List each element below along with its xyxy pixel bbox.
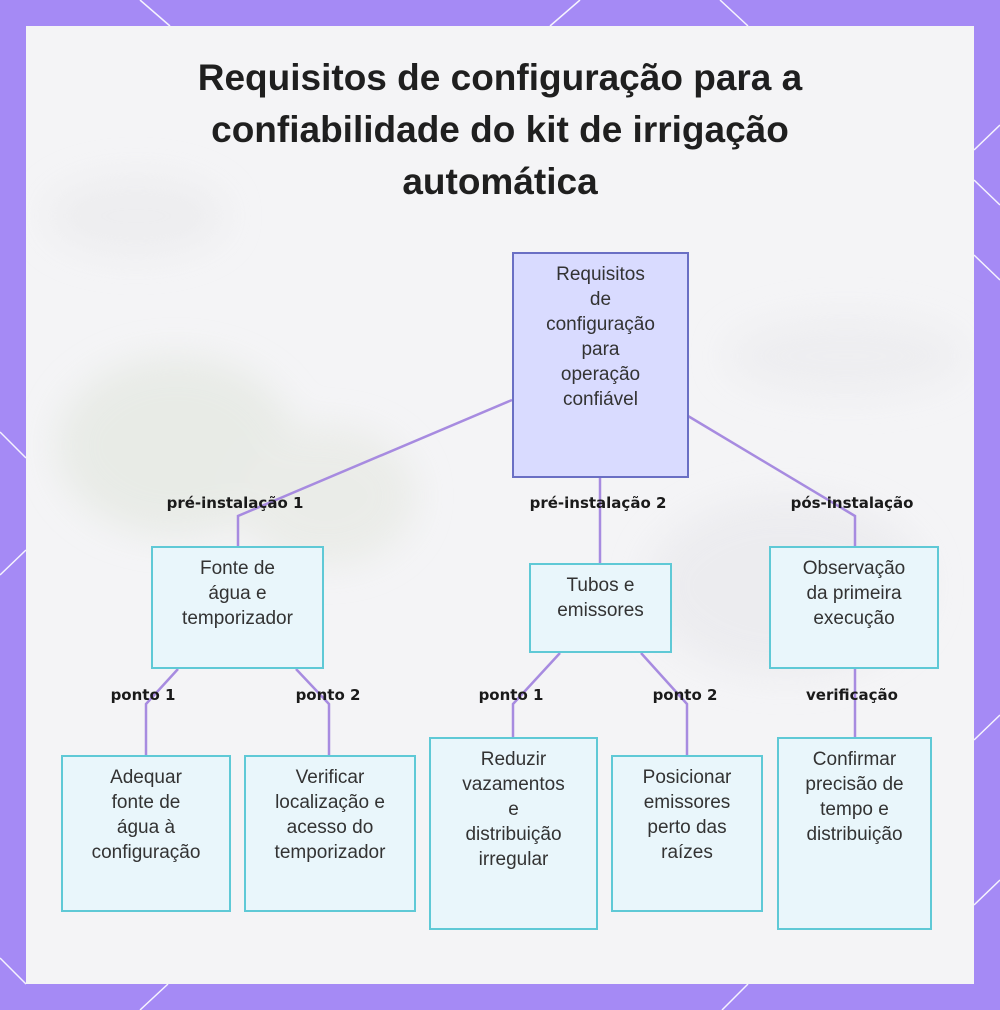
node-posicionar-text: Posicionar emissores perto das raízes [642,767,732,863]
edge-label-pre-installation-1: pré-instalação 1 [166,494,304,512]
edge-water-adequar [144,668,179,757]
node-adequar: Adequar fonte de água à configuração [61,755,231,912]
node-root: Requisitos de configuração para operação… [512,252,689,478]
node-verificar-text: Verificar localização e acesso do tempor… [274,767,386,863]
diagram-title: Requisitos de configuração para a confia… [0,52,1000,208]
node-posicionar: Posicionar emissores perto das raízes [611,755,763,912]
node-confirmar: Confirmar precisão de tempo e distribuiç… [777,737,932,930]
edge-label-tubes-point-1: ponto 1 [478,686,544,704]
node-reduzir-text: Reduzir vazamentos e distribuição irregu… [462,749,565,870]
node-verificar: Verificar localização e acesso do tempor… [244,755,416,912]
edge-label-water-point-2: ponto 2 [295,686,361,704]
title-line-1: Requisitos de configuração para a [197,57,803,98]
title-line-3: automática [402,161,598,202]
node-first-run-text: Observação da primeira execução [802,558,906,629]
node-adequar-text: Adequar fonte de água à configuração [91,767,201,863]
edge-label-water-point-1: ponto 1 [110,686,176,704]
title-line-2: confiabilidade do kit de irrigação [211,109,789,150]
edge-root-observe [687,414,857,548]
edge-root-water [236,398,513,548]
node-tubes-emitters-text: Tubos e emissores [557,575,644,621]
edge-tubes-reduzir [511,652,561,739]
edge-label-verification: verificação [806,686,898,704]
node-water-timer: Fonte de água e temporizador [151,546,324,669]
edge-tubes-posicionar [640,652,689,757]
edge-label-tubes-point-2: ponto 2 [652,686,718,704]
node-first-run: Observação da primeira execução [769,546,939,669]
edge-label-pre-installation-2: pré-instalação 2 [529,494,667,512]
node-root-text: Requisitos de configuração para operação… [546,264,655,410]
node-confirmar-text: Confirmar precisão de tempo e distribuiç… [805,749,904,845]
node-tubes-emitters: Tubos e emissores [529,563,672,653]
edge-water-verificar [295,668,331,757]
node-reduzir: Reduzir vazamentos e distribuição irregu… [429,737,598,930]
edge-label-post-installation: pós-instalação [790,494,914,512]
node-water-timer-text: Fonte de água e temporizador [182,558,293,629]
